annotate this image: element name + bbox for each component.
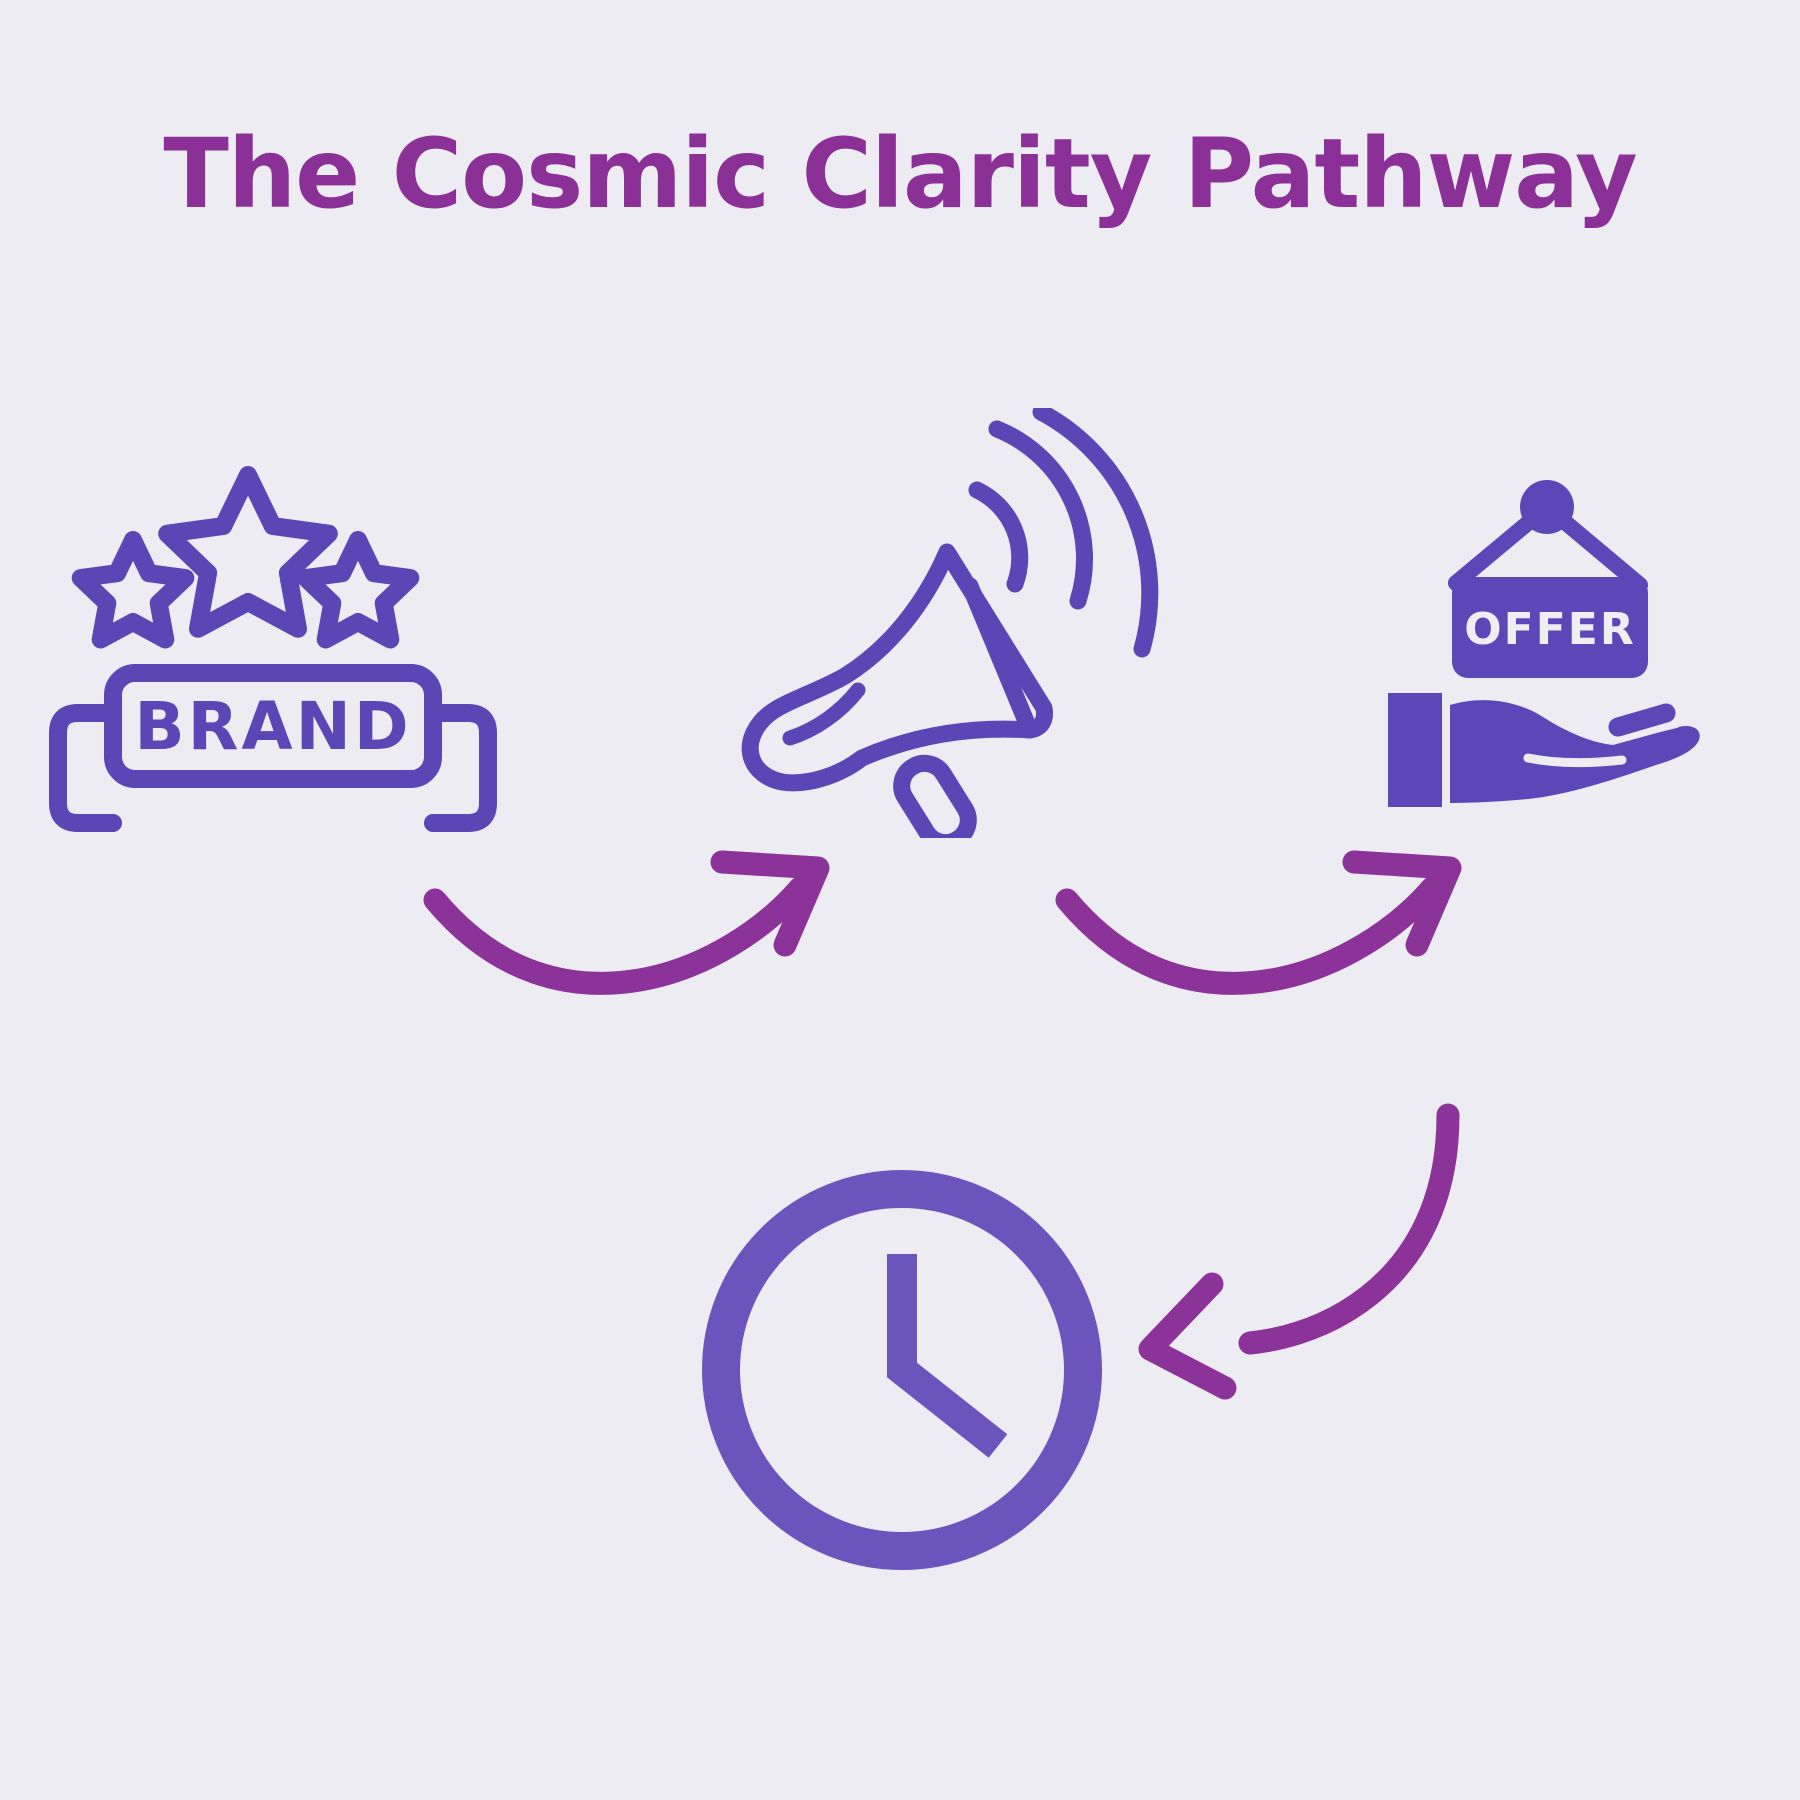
open-hand (1450, 700, 1700, 803)
step-offer: OFFER (1378, 455, 1718, 875)
brand-label: BRAND (134, 688, 411, 765)
arrow-megaphone-to-offer (1055, 850, 1462, 995)
arrow-offer-to-clock (1138, 1103, 1460, 1400)
clock-hands (887, 1254, 1008, 1458)
arrow-brand-to-megaphone (423, 850, 830, 995)
megaphone-icon (741, 408, 1159, 838)
step-brand: BRAND (48, 445, 513, 840)
hand-cuff (1388, 693, 1442, 807)
clock-icon (702, 1170, 1102, 1570)
offer-sign-plate (1452, 577, 1648, 678)
ribbon-wing (424, 704, 497, 832)
star-icon (296, 531, 420, 649)
thumb (1608, 703, 1676, 737)
offer-sign-hand-icon: OFFER (1388, 480, 1700, 807)
ribbon-wing (49, 704, 122, 832)
step-time (690, 1158, 1115, 1583)
star-icon (158, 466, 338, 638)
step-announce (690, 408, 1210, 838)
page-title: The Cosmic Clarity Pathway (163, 118, 1637, 230)
offer-label: OFFER (1464, 604, 1635, 655)
sound-wave (968, 481, 1029, 593)
sound-wave (988, 420, 1093, 610)
sign-knob (1520, 480, 1574, 534)
star-icon (71, 531, 195, 649)
sound-wave (1032, 408, 1159, 658)
banner-plate (104, 664, 442, 788)
brand-banner-stars-icon: BRAND (49, 466, 497, 832)
